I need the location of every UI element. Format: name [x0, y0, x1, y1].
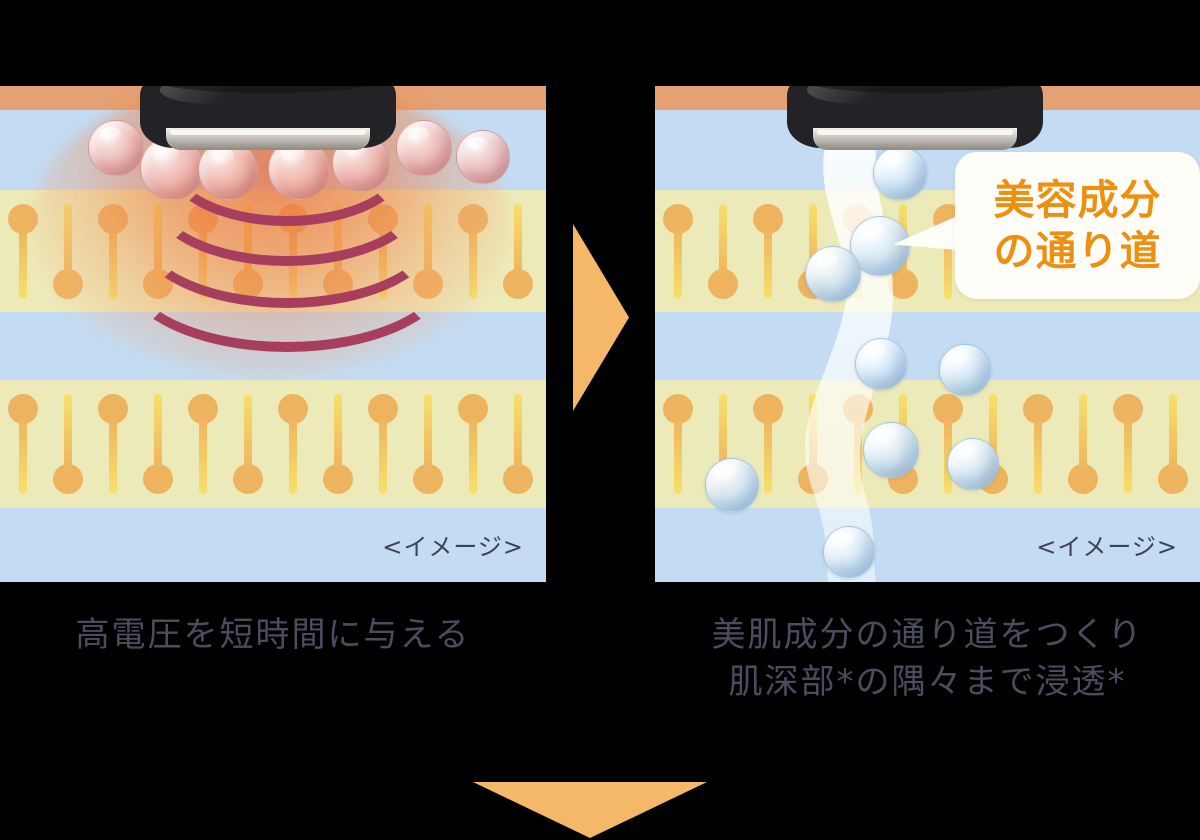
- bubble: [88, 120, 144, 176]
- lipid-tail: [1169, 394, 1177, 472]
- callout-line-1: 美容成分: [993, 176, 1162, 225]
- lipid-tail: [19, 225, 27, 299]
- lipid-pin: [708, 203, 738, 299]
- bubble: [823, 526, 875, 578]
- lipid-tail: [379, 416, 387, 494]
- lipid-pin: [413, 394, 443, 494]
- arrow-right-icon: [573, 224, 629, 411]
- bubble: [805, 246, 861, 302]
- bubble: [873, 146, 927, 200]
- lipid-pin: [1068, 394, 1098, 494]
- lipid-tail: [1079, 394, 1087, 472]
- device-applicator: [118, 86, 418, 150]
- lipid-tail: [244, 394, 252, 472]
- lipid-tail: [764, 225, 772, 299]
- arrow-down-icon: [473, 782, 707, 838]
- lipid-tail: [1124, 416, 1132, 494]
- panel-high-voltage: <イメージ>: [0, 86, 546, 582]
- lipid-pin: [503, 394, 533, 494]
- lipid-tail: [334, 394, 342, 472]
- lipid-pin: [1023, 394, 1053, 494]
- wave-arc-4: [120, 186, 454, 352]
- lipid-pin: [458, 394, 488, 494]
- lipid-pin: [663, 203, 693, 299]
- lipid-pin: [368, 394, 398, 494]
- lipid-pin: [753, 394, 783, 494]
- device-metal-ring: [813, 128, 1017, 150]
- lipid-tail: [109, 416, 117, 494]
- caption-left: 高電圧を短時間に与える: [75, 615, 471, 655]
- lipid-tail: [944, 225, 952, 299]
- lipid-pin: [53, 394, 83, 494]
- bubble: [705, 458, 759, 512]
- image-tag-label: <イメージ>: [382, 533, 524, 561]
- lipid-pin: [278, 394, 308, 494]
- lipid-pin: [753, 203, 783, 299]
- lipid-pin: [233, 394, 263, 494]
- image-tag-label: <イメージ>: [1036, 533, 1178, 561]
- lipid-tail: [514, 203, 522, 277]
- lipid-pin: [1158, 394, 1188, 494]
- lipid-tail: [764, 416, 772, 494]
- layer-blue-2: [655, 312, 1200, 380]
- lipid-tail: [154, 394, 162, 472]
- lipid-tail: [809, 203, 817, 277]
- callout-line-2: の通り道: [993, 226, 1162, 275]
- bubble: [863, 422, 919, 478]
- lipid-tail: [469, 416, 477, 494]
- lipid-tail: [289, 416, 297, 494]
- lipid-tail: [719, 394, 727, 472]
- caption-right: 美肌成分の通り道をつくり 肌深部*の隅々まで浸透*: [711, 615, 1144, 702]
- lipid-pin: [663, 394, 693, 494]
- bubble: [939, 344, 991, 396]
- layer-blue-3: [0, 508, 546, 582]
- device-applicator: [765, 86, 1065, 150]
- callout-bubble: 美容成分 の通り道: [893, 152, 1200, 299]
- layer-blue-3: [655, 508, 1200, 582]
- lipid-tail: [64, 394, 72, 472]
- lipid-pin: [143, 394, 173, 494]
- lipid-tail: [719, 203, 727, 277]
- lipid-tail: [199, 416, 207, 494]
- bubble: [198, 140, 258, 200]
- lipid-tail: [674, 225, 682, 299]
- layer-lipid-band-2: [0, 380, 546, 508]
- bubble: [855, 338, 907, 390]
- lipid-pin: [8, 394, 38, 494]
- lipid-pin: [1113, 394, 1143, 494]
- device-metal-ring: [166, 128, 370, 150]
- lipid-tail: [19, 416, 27, 494]
- bubble: [456, 130, 510, 184]
- lipid-tail: [674, 416, 682, 494]
- lipid-tail: [424, 394, 432, 472]
- lipid-pin: [323, 394, 353, 494]
- lipid-row-2: [0, 86, 546, 582]
- lipid-pin: [188, 394, 218, 494]
- panel-penetration: 美容成分 の通り道 <イメージ>: [655, 86, 1200, 582]
- bubble: [947, 438, 999, 490]
- lipid-tail: [514, 394, 522, 472]
- callout-box: 美容成分 の通り道: [955, 152, 1200, 299]
- lipid-tail: [989, 394, 997, 472]
- lipid-tail: [1034, 416, 1042, 494]
- bubble: [396, 120, 452, 176]
- lipid-pin: [98, 394, 128, 494]
